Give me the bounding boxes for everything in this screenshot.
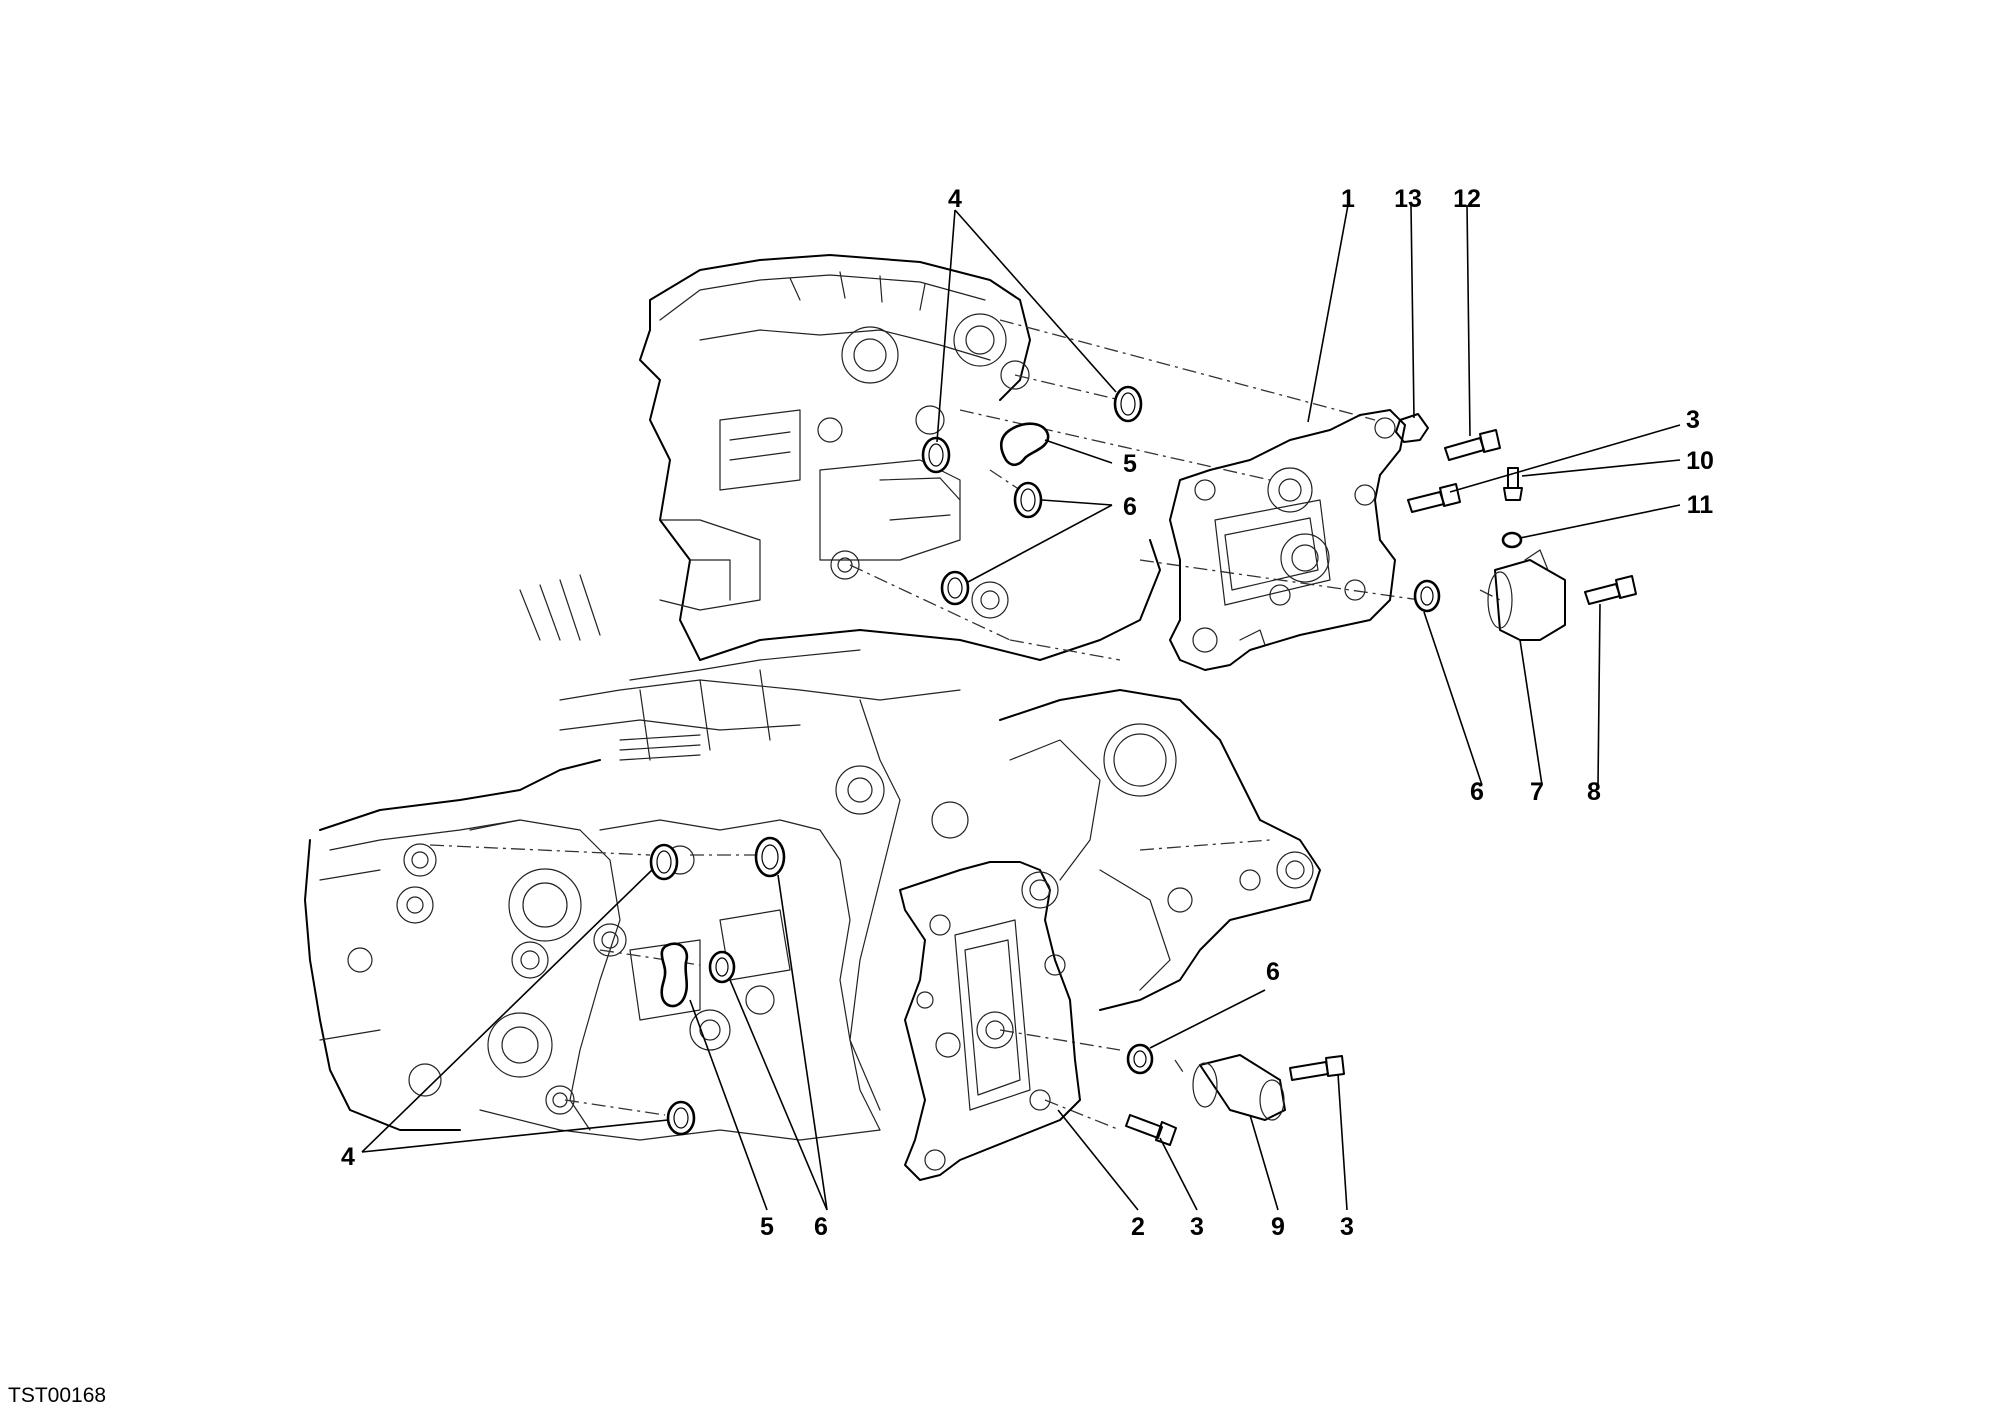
callout-6-right: 6 bbox=[1470, 778, 1484, 806]
callout-4-top: 4 bbox=[948, 185, 962, 213]
callout-5-top: 5 bbox=[1123, 450, 1137, 478]
assembly-lines bbox=[429, 319, 1501, 1131]
callout-9: 9 bbox=[1271, 1213, 1285, 1241]
callout-6-top: 6 bbox=[1123, 493, 1137, 521]
callout-5-bottom: 5 bbox=[760, 1213, 774, 1241]
hardware bbox=[1125, 413, 1637, 1146]
callout-3-bottom-right: 3 bbox=[1340, 1213, 1354, 1241]
engine-block-drawing bbox=[304, 254, 1321, 1141]
upper-side-cover bbox=[1169, 409, 1406, 671]
callout-2: 2 bbox=[1131, 1213, 1145, 1241]
callout-8: 8 bbox=[1587, 778, 1601, 806]
callout-12: 12 bbox=[1453, 185, 1481, 213]
callout-13: 13 bbox=[1394, 185, 1422, 213]
drawing-code: TST00168 bbox=[8, 1384, 106, 1407]
callout-6-lower: 6 bbox=[1266, 958, 1280, 986]
leader-lines bbox=[361, 204, 1681, 1211]
callout-labels: 4 1 13 12 5 6 3 10 11 6 7 8 6 4 5 6 2 3 … bbox=[341, 185, 1714, 1241]
callout-10: 10 bbox=[1686, 447, 1714, 475]
callout-1: 1 bbox=[1341, 185, 1355, 213]
callout-6-bottom: 6 bbox=[814, 1213, 828, 1241]
callout-4-bottom: 4 bbox=[341, 1143, 355, 1171]
callout-3-bottom-left: 3 bbox=[1190, 1213, 1204, 1241]
lower-side-cover bbox=[899, 861, 1081, 1181]
callout-11: 11 bbox=[1687, 491, 1714, 519]
callout-7: 7 bbox=[1530, 778, 1544, 806]
callout-3-top: 3 bbox=[1686, 406, 1700, 434]
o-rings bbox=[649, 385, 1441, 1136]
